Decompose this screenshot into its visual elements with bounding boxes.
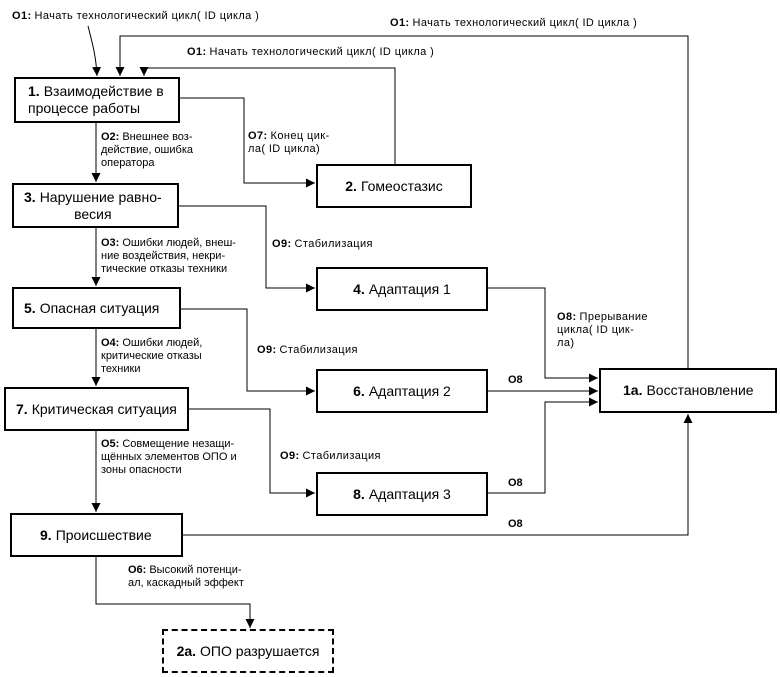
edge-o8-a: [488, 287, 598, 383]
edge-o9-c: [188, 408, 315, 498]
node-dangerous-situation-text: Опасная ситуация: [39, 299, 160, 316]
edge-o7: [178, 97, 315, 188]
label-o4: О4:Ошибки людей, критические отказы техн…: [101, 337, 203, 375]
node-recovery-id: 1а.: [623, 382, 643, 398]
node-adaptation-2-text: Адаптация 2: [368, 382, 451, 399]
node-homeostasis-text: Гомеостазис: [360, 177, 443, 194]
edge-o1-from-homeostasis: [139, 67, 396, 164]
label-o8-d: О8: [508, 518, 523, 530]
node-incident-text: Происшествие: [55, 526, 152, 543]
edge-o8-c: [488, 397, 598, 494]
node-critical-situation: 7.Критическая ситуация: [4, 387, 189, 431]
edge-o9-b: [180, 308, 315, 396]
node-incident: 9.Происшествие: [10, 513, 183, 557]
node-imbalance-id: 3.: [24, 188, 36, 205]
edge-o6: [95, 556, 255, 628]
node-adaptation-3: 8.Адаптация 3: [316, 472, 488, 516]
label-o9-b: О9:Стабилизация: [257, 344, 358, 356]
label-o8-b: О8: [508, 374, 523, 386]
node-adaptation-1-id: 4.: [353, 280, 365, 297]
label-o2: О2:Внешнее воз- действие, ошибка операто…: [101, 131, 193, 169]
node-homeostasis: 2.Гомеостазис: [316, 164, 472, 208]
node-recovery-text: Восстановление: [646, 382, 754, 398]
node-imbalance: 3.Нарушение равно- весия: [12, 183, 179, 228]
edge-o8-d: [182, 414, 693, 536]
label-o8-a: О8:Прерывание цикла( ID цик- ла): [557, 311, 648, 349]
node-adaptation-2-id: 6.: [353, 382, 365, 399]
node-dangerous-situation-id: 5.: [24, 299, 36, 316]
node-adaptation-1: 4.Адаптация 1: [316, 267, 488, 311]
node-interaction-id: 1.: [28, 83, 40, 99]
node-dangerous-situation: 5.Опасная ситуация: [12, 287, 181, 329]
node-adaptation-2: 6.Адаптация 2: [316, 369, 488, 413]
node-critical-situation-id: 7.: [16, 400, 28, 417]
label-o9-a: О9:Стабилизация: [272, 238, 373, 250]
label-o5: О5:Совмещение незащи- щённых элементов О…: [101, 438, 237, 476]
label-o1-top: О1:Начать технологический цикл( ID цикла…: [12, 10, 260, 22]
node-recovery: 1а.Восстановление: [599, 368, 777, 413]
node-destroyed-text: ОПО разрушается: [200, 642, 320, 659]
node-interaction: 1.Взаимодействие в процессе работы: [14, 77, 180, 123]
edge-o1-from-recovery: [115, 35, 689, 368]
node-adaptation-1-text: Адаптация 1: [368, 280, 451, 297]
node-homeostasis-id: 2.: [345, 177, 357, 194]
node-critical-situation-text: Критическая ситуация: [31, 400, 177, 417]
node-interaction-text: Взаимодействие в процессе работы: [28, 83, 164, 116]
node-destroyed-id: 2а.: [176, 642, 197, 659]
node-destroyed: 2а.ОПО разрушается: [162, 629, 334, 673]
label-o3: О3:Ошибки людей, внеш- ние воздействия, …: [101, 237, 236, 275]
node-incident-id: 9.: [40, 526, 52, 543]
label-o6: О6:Высокий потенци- ал, каскадный эффект: [128, 564, 244, 589]
label-o8-c: О8: [508, 477, 523, 489]
label-o1-right: О1:Начать технологический цикл( ID цикла…: [390, 17, 638, 29]
label-o1-mid: О1:Начать технологический цикл( ID цикла…: [187, 46, 435, 58]
label-o7: О7:Конец цик- ла( ID цикла): [248, 130, 330, 155]
node-adaptation-3-text: Адаптация 3: [368, 485, 451, 502]
node-imbalance-text: Нарушение равно- весия: [39, 188, 162, 222]
edge-o1-start: [87, 25, 102, 77]
node-adaptation-3-id: 8.: [353, 485, 365, 502]
edge-o9-a: [178, 205, 315, 293]
label-o9-c: О9:Стабилизация: [280, 450, 381, 462]
